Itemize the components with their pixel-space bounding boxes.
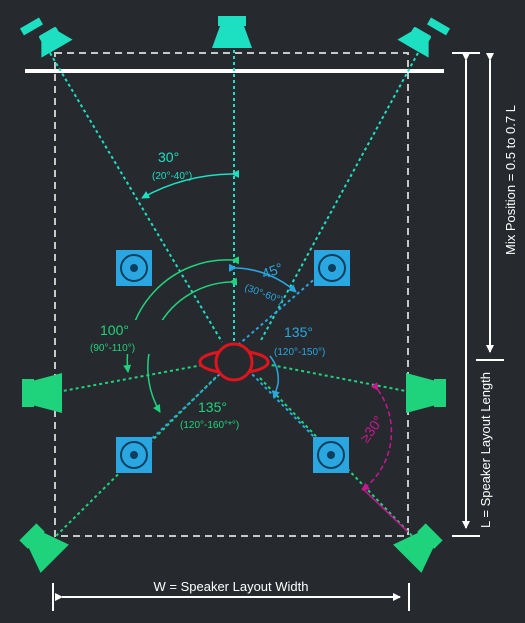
rear-height-angle-label: 135° [284,324,313,340]
height-speaker-icon [116,437,152,473]
listener-head-icon [198,342,270,382]
height-speaker-icon [116,250,152,286]
height-angle-arc [228,263,297,293]
front-angle-arc [141,169,240,199]
elevation-line-1 [361,487,409,533]
height-rear-right-speaker [313,437,349,473]
height-rear-right-line [247,369,326,449]
rear-angle-range: (120°-160°*°) [180,420,239,431]
front-angle-label: 30° [158,149,179,165]
rear-angle-label: 135° [198,399,227,415]
side-left-speaker [22,373,62,413]
height-rear-left-speaker [116,437,152,473]
rear-height-angle-range: (120°-150°) [274,347,325,358]
height-speaker-icon [314,250,350,286]
front-angle-range: (20°-40°) [152,171,192,182]
mix-label-bg [500,80,520,280]
side-angle-range: (90°-110°) [90,343,135,354]
width-label-bg [125,578,345,596]
height-angle-range: (30°-60°) [243,282,285,306]
layout-outline [54,52,409,537]
front-speaker-icon [397,17,451,58]
front-left-speaker [19,17,73,58]
side-angle-label-bg [82,320,166,354]
front-center-speaker [212,16,252,48]
side-right-line [265,363,417,394]
side-angle-label: 100° [100,322,129,338]
rear-right-speaker [393,523,443,573]
rear-left-speaker [19,523,69,573]
mix-position-label: Mix Position = 0.5 to 0.7 L [503,105,518,255]
side-right-speaker [406,373,446,413]
front-left-line [49,52,223,343]
elevation-angle-arc [361,381,393,491]
length-label: L = Speaker Layout Length [478,372,493,528]
side-speaker-icon [406,373,446,413]
rear-speaker-icon [393,523,443,573]
width-label: W = Speaker Layout Width [154,579,309,594]
front-speaker-icon [19,17,73,58]
front-speaker-icon [212,16,252,48]
height-angle-label: 45° [260,260,285,282]
height-front-right-speaker [314,250,350,286]
side-left-line [51,363,209,394]
length-label-bg [477,370,499,530]
rear-right-line [257,375,417,541]
front-right-speaker [397,17,451,58]
rear-speaker-icon [19,523,69,573]
elevation-angle-label: ≥30° [357,413,387,446]
height-speaker-icon [313,437,349,473]
side-speaker-icon [22,373,62,413]
height-front-left-speaker [116,250,152,286]
rear-height-angle-arc [269,355,280,399]
front-right-line [259,52,419,343]
height-front-right-line [237,269,326,346]
